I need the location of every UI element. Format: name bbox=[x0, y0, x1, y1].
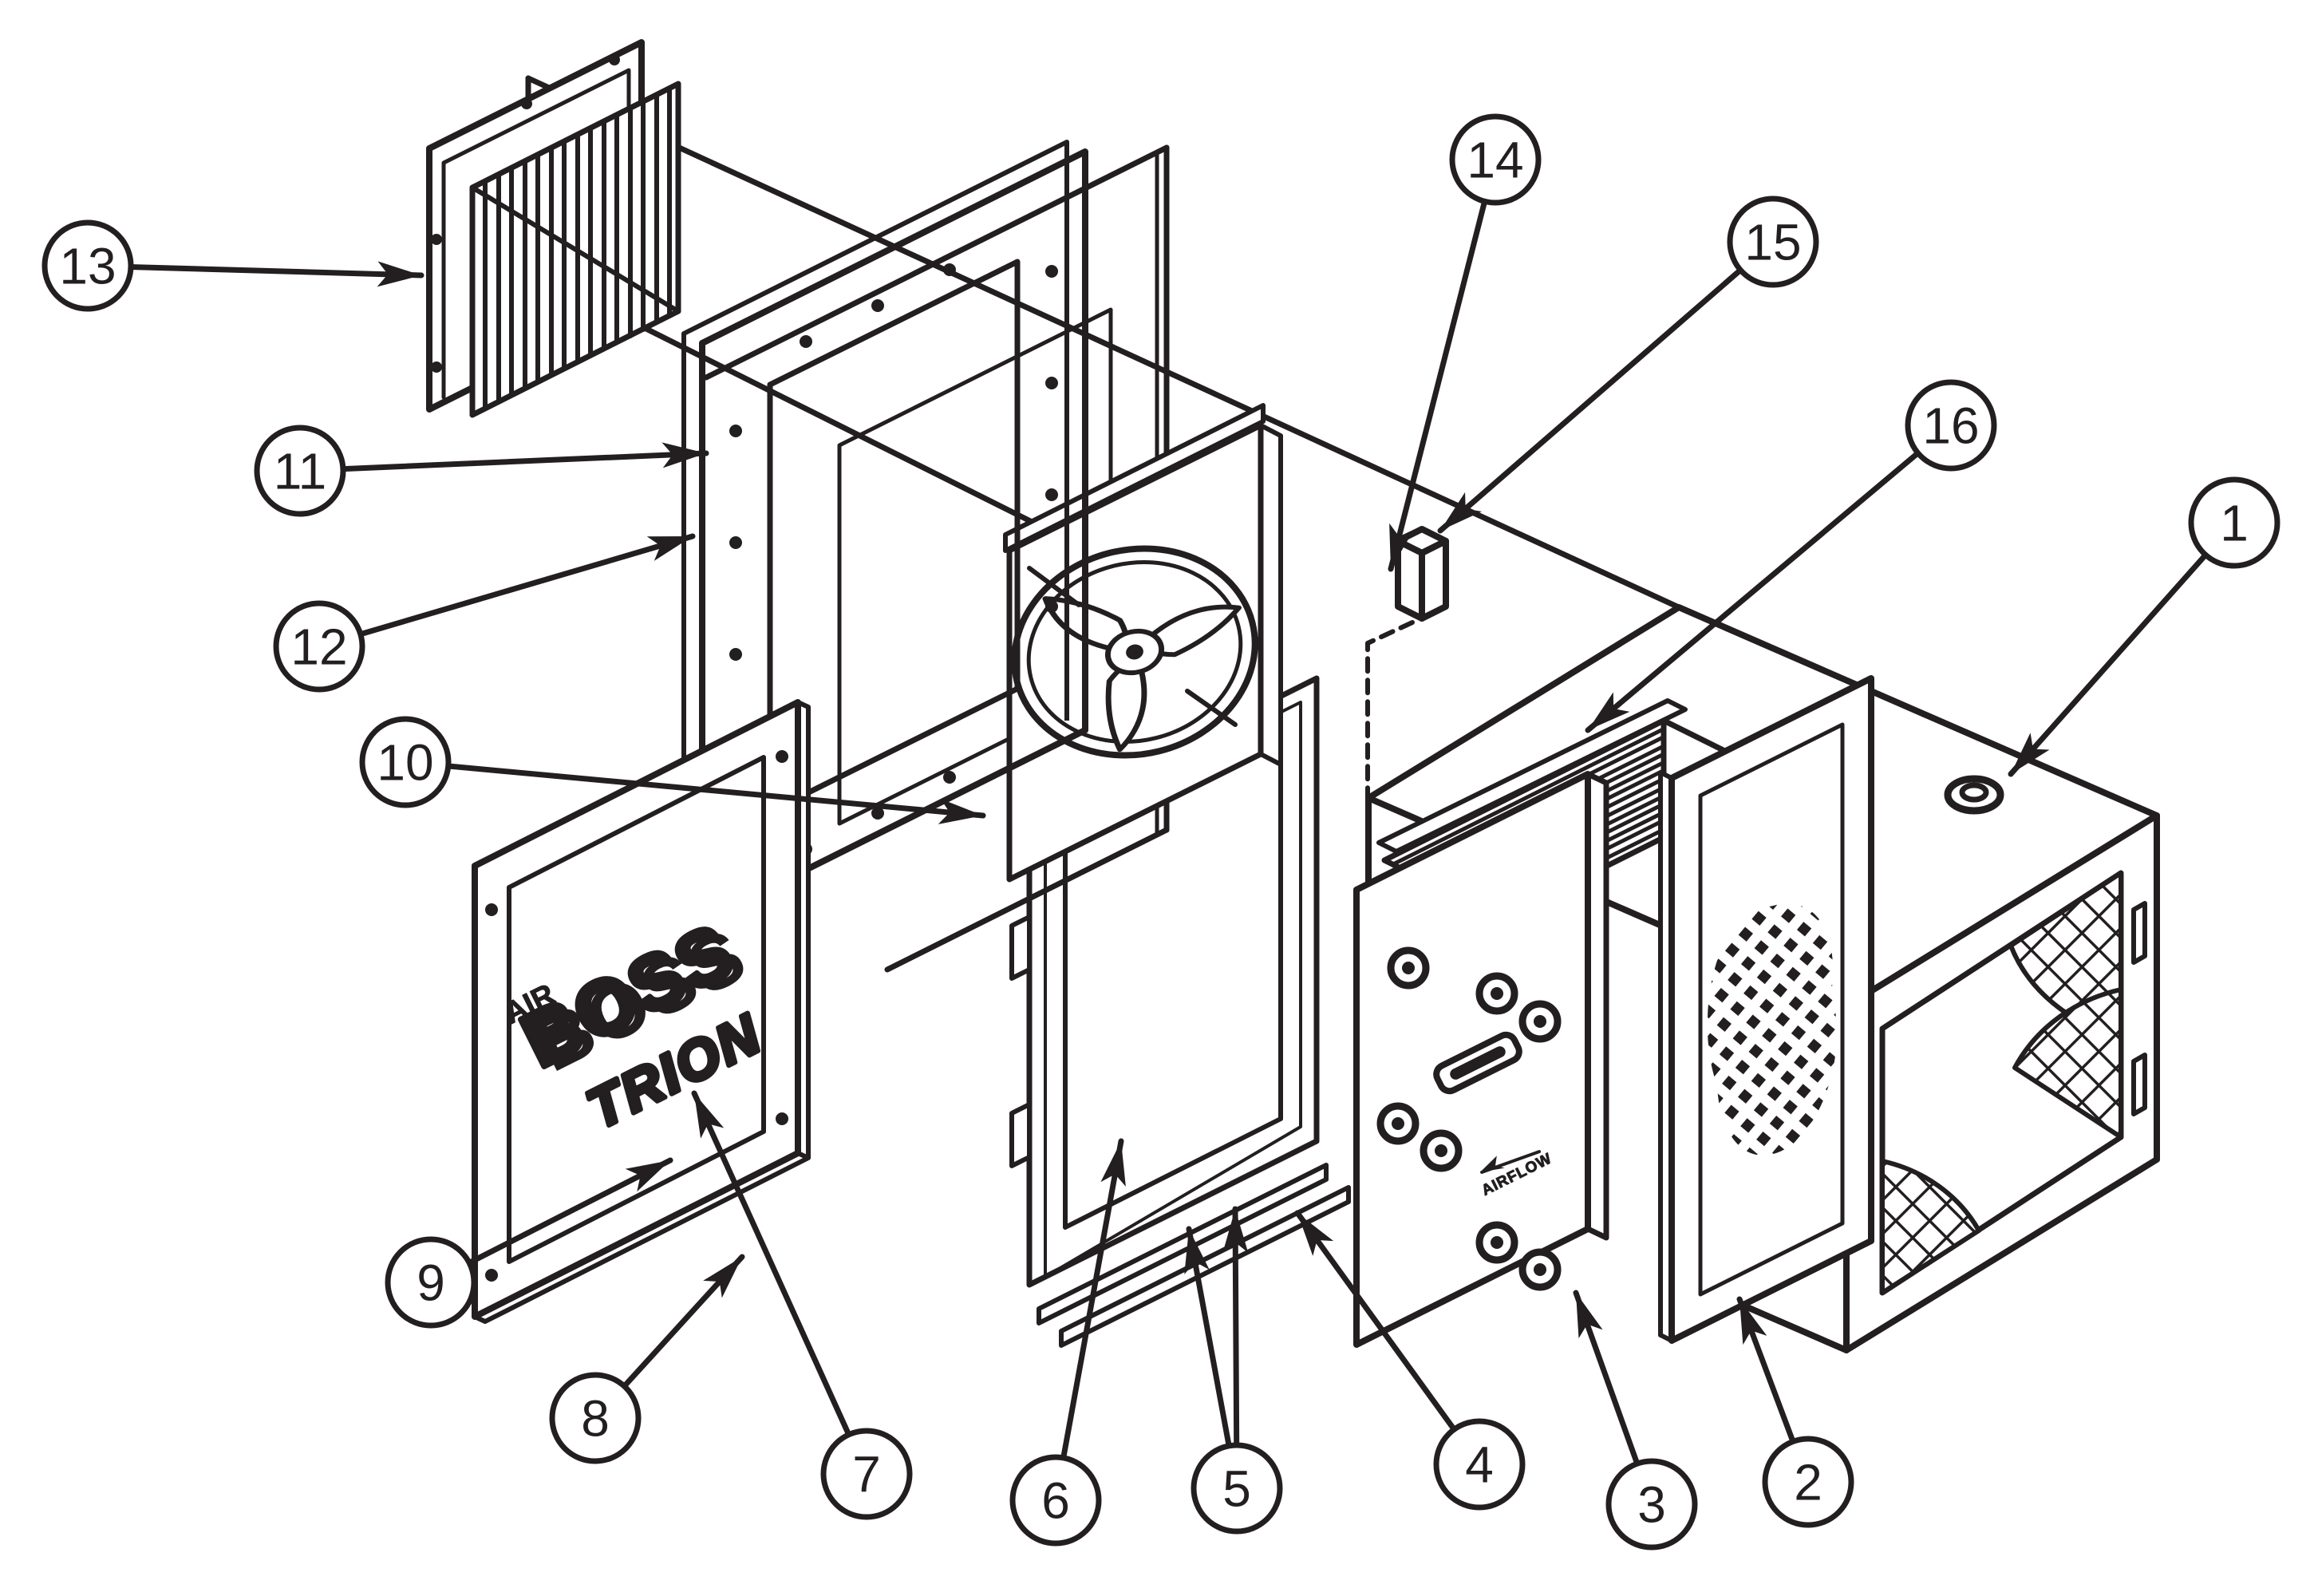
mesh-corner-right-bottom bbox=[2012, 987, 2123, 1140]
part-cell-track bbox=[1376, 698, 1688, 854]
balloon-13: 13 bbox=[41, 219, 134, 312]
balloon-4: 4 bbox=[1433, 1418, 1526, 1511]
svg-text:9: 9 bbox=[417, 1254, 445, 1311]
balloon-15: 15 bbox=[1727, 196, 1819, 288]
part-door: AIR BOSS BOSS TRION bbox=[472, 699, 811, 1324]
leader-7 bbox=[691, 1090, 870, 1477]
grille-brace bbox=[470, 185, 681, 314]
frame-outer bbox=[699, 148, 1088, 925]
balloon-14: 14 bbox=[1449, 113, 1542, 206]
leader-10 bbox=[402, 759, 986, 824]
hinge-tab-top bbox=[1009, 915, 1032, 981]
balloon-10: 10 bbox=[359, 716, 452, 808]
balloon-12: 12 bbox=[273, 600, 365, 693]
leader-14 bbox=[1388, 156, 1499, 572]
balloon-9: 9 bbox=[385, 1236, 477, 1329]
latch-slot-bottom bbox=[2131, 1053, 2147, 1116]
leader-6 bbox=[1052, 1138, 1126, 1503]
leader-13 bbox=[85, 261, 424, 287]
part-power-pack: AIRFLOW bbox=[1353, 771, 1609, 1348]
afterfilter-border bbox=[1698, 722, 1845, 1297]
leader-16 bbox=[1585, 422, 1954, 733]
balloon-11: 11 bbox=[254, 425, 346, 517]
svg-text:5: 5 bbox=[1222, 1460, 1251, 1517]
part-door-frame bbox=[1009, 675, 1351, 1348]
leader-11 bbox=[297, 442, 709, 474]
power-wire bbox=[1365, 620, 1415, 851]
balloon-3: 3 bbox=[1605, 1458, 1698, 1551]
part-louvered-grille bbox=[426, 39, 681, 418]
svg-text:6: 6 bbox=[1041, 1472, 1070, 1529]
svg-text:15: 15 bbox=[1744, 213, 1801, 271]
svg-text:3: 3 bbox=[1637, 1476, 1666, 1533]
balloon-2: 2 bbox=[1762, 1436, 1854, 1528]
svg-text:7: 7 bbox=[852, 1445, 881, 1503]
leader-12 bbox=[316, 533, 696, 650]
balloon-16: 16 bbox=[1905, 379, 1997, 472]
svg-text:12: 12 bbox=[290, 618, 347, 675]
balloon-7: 7 bbox=[820, 1428, 913, 1520]
part-afterfilter-panel bbox=[1658, 675, 1874, 1344]
part-mounting-frame bbox=[699, 148, 1088, 925]
leader-lines bbox=[85, 156, 2237, 1507]
svg-text:1: 1 bbox=[2220, 494, 2249, 551]
balloon-1: 1 bbox=[2188, 476, 2280, 569]
grommet bbox=[1944, 775, 2004, 815]
door-border bbox=[507, 755, 766, 1264]
door-screws bbox=[485, 750, 788, 1282]
fan-support-rail bbox=[1003, 403, 1266, 553]
switch-box-front bbox=[1395, 538, 1425, 622]
switch-box-side bbox=[1419, 538, 1449, 622]
svg-text:11: 11 bbox=[274, 442, 326, 500]
grille-screws bbox=[431, 54, 620, 373]
part-rear-flange bbox=[681, 140, 1069, 912]
leader-15 bbox=[1437, 239, 1776, 534]
svg-text:13: 13 bbox=[59, 237, 116, 294]
perforation-area bbox=[1707, 903, 1837, 1156]
svg-text:14: 14 bbox=[1467, 131, 1523, 188]
svg-text:4: 4 bbox=[1465, 1436, 1494, 1493]
balloon-8: 8 bbox=[549, 1372, 642, 1464]
svg-text:16: 16 bbox=[1922, 397, 1979, 454]
part-fan-assembly bbox=[1003, 403, 1283, 883]
hinge-tab-bottom bbox=[1009, 1102, 1032, 1168]
door-face bbox=[472, 699, 801, 1320]
channel-rail-front bbox=[1037, 1163, 1329, 1325]
leader-5b bbox=[1222, 1206, 1249, 1491]
leader-4 bbox=[1294, 1210, 1483, 1468]
svg-text:10: 10 bbox=[377, 733, 433, 791]
fastener-centers bbox=[1392, 962, 1546, 1276]
balloon-5: 5 bbox=[1191, 1442, 1283, 1535]
balloon-6: 6 bbox=[1009, 1454, 1102, 1547]
duct-top-edge bbox=[525, 75, 1682, 610]
svg-text:2: 2 bbox=[1794, 1453, 1822, 1511]
fan-panel-depth bbox=[1258, 423, 1283, 767]
frame-inner bbox=[767, 259, 1021, 815]
svg-text:8: 8 bbox=[581, 1389, 610, 1447]
mesh-corner-left-bottom bbox=[1880, 1159, 1981, 1295]
latch-slot-top bbox=[2131, 901, 2147, 965]
wall-top-edge bbox=[703, 144, 1170, 381]
leader-1 bbox=[2008, 519, 2237, 777]
balloons: 1 2 3 4 5 6 7 8 9 10 11 12 13 14 15 16 bbox=[41, 113, 2280, 1551]
door-handle bbox=[1433, 1031, 1522, 1095]
